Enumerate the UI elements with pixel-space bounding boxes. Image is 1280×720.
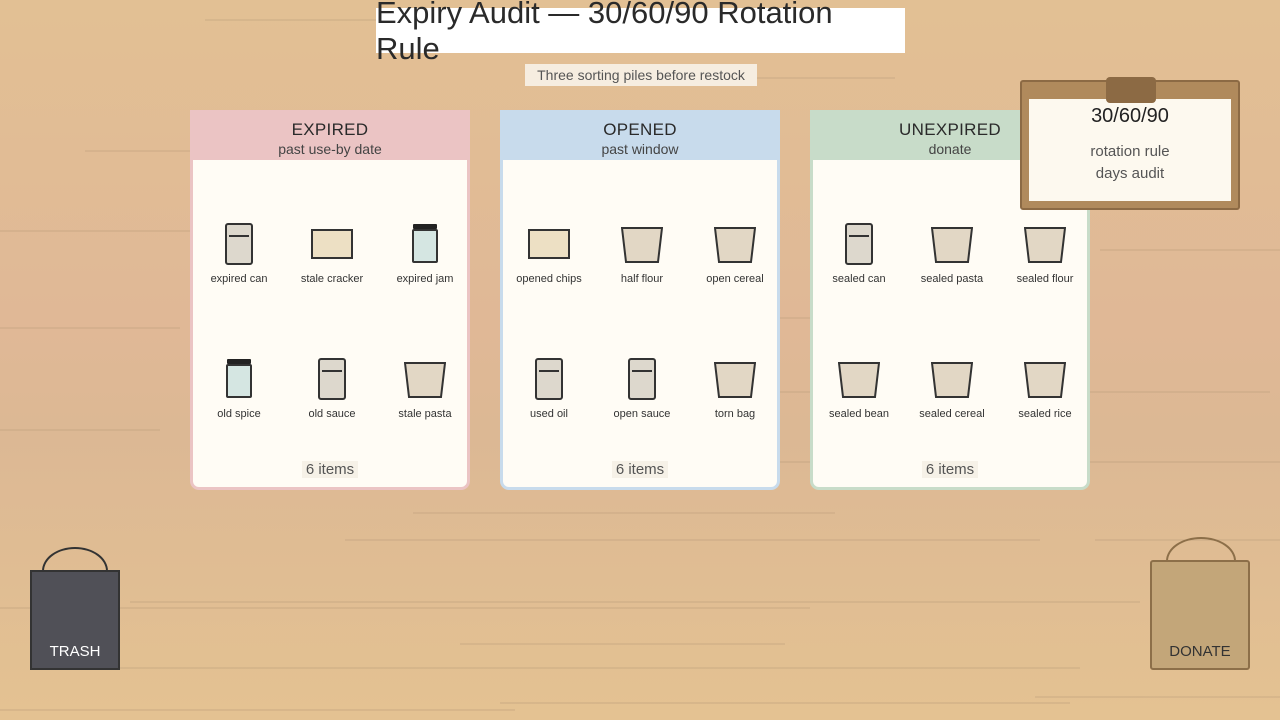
pile-opened-count: 6 items [503,461,777,478]
bag-icon [621,227,663,263]
item-label: sealed rice [1018,408,1072,420]
pile-unexpired-subtitle: donate [928,141,972,157]
item-label: torn bag [714,408,756,420]
item-used-oil[interactable]: used oil [504,358,594,428]
jar-icon [226,359,252,398]
pile-opened-title: OPENED [603,120,677,139]
can-icon [225,223,253,265]
box-icon [528,229,570,259]
item-sealed-rice[interactable]: sealed rice [1000,358,1090,428]
clipboard-heading: 30/60/90 [1091,105,1169,127]
item-label: sealed flour [1016,273,1074,285]
bag-icon [404,362,446,398]
item-sealed-can[interactable]: sealed can [814,223,904,293]
bag-icon [714,227,756,263]
item-label: expired can [210,273,268,285]
pile-opened-header: OPENED past window [500,110,780,160]
box-icon [311,229,353,259]
item-old-spice[interactable]: old spice [194,358,284,428]
item-label: old sauce [308,408,356,420]
item-label: sealed cereal [919,408,985,420]
page-subtitle: Three sorting piles before restock [525,64,757,86]
item-torn-bag[interactable]: torn bag [690,358,780,428]
donate-box[interactable]: DONATE [1150,537,1250,670]
item-label: old spice [217,408,261,420]
bag-icon [1024,362,1066,398]
pile-expired-subtitle: past use-by date [278,141,382,157]
bag-icon [838,362,880,398]
can-icon [318,358,346,400]
item-label: open sauce [613,408,671,420]
pile-expired-count: 6 items [193,461,467,478]
trash-bin-handle-icon [42,547,108,571]
item-opened-chips[interactable]: opened chips [504,223,594,293]
pile-unexpired-title: UNEXPIRED [899,120,1001,139]
clipboard-line-2: days audit [1095,165,1165,182]
item-stale-cracker[interactable]: stale cracker [287,223,377,293]
pile-expired-header: EXPIRED past use-by date [190,110,470,160]
item-label: sealed can [832,273,886,285]
item-expired-jam[interactable]: expired jam [380,223,470,293]
clipboard-paper: 30/60/90 rotation rule days audit [1029,99,1231,201]
bag-icon [931,227,973,263]
item-sealed-pasta[interactable]: sealed pasta [907,223,997,293]
item-label: half flour [620,273,664,285]
bag-icon [1024,227,1066,263]
item-open-cereal[interactable]: open cereal [690,223,780,293]
trash-bin[interactable]: TRASH [30,547,120,670]
item-sealed-cereal[interactable]: sealed cereal [907,358,997,428]
jar-icon [412,224,438,263]
item-half-flour[interactable]: half flour [597,223,687,293]
rule-clipboard: 30/60/90 rotation rule days audit [1020,77,1240,210]
item-label: opened chips [516,273,582,285]
can-icon [535,358,563,400]
item-open-sauce[interactable]: open sauce [597,358,687,428]
donate-box-handle-icon [1166,537,1236,561]
pile-unexpired-count: 6 items [813,461,1087,478]
item-label: used oil [530,408,568,420]
item-label: expired jam [396,273,454,285]
item-old-sauce[interactable]: old sauce [287,358,377,428]
clipboard-line-1: rotation rule [1090,143,1170,160]
pile-expired[interactable]: EXPIRED past use-by date expired can sta… [190,110,470,490]
pile-expired-title: EXPIRED [291,120,369,139]
item-label: stale pasta [398,408,452,420]
item-label: sealed pasta [920,273,984,285]
item-label: open cereal [706,273,764,285]
clipboard-clip-icon [1106,77,1156,103]
pile-opened-subtitle: past window [601,141,679,157]
item-sealed-flour[interactable]: sealed flour [1000,223,1090,293]
bag-icon [714,362,756,398]
item-stale-pasta[interactable]: stale pasta [380,358,470,428]
item-label: sealed bean [829,408,889,420]
page-title: Expiry Audit — 30/60/90 Rotation Rule [376,0,905,66]
item-sealed-bean[interactable]: sealed bean [814,358,904,428]
item-expired-can[interactable]: expired can [194,223,284,293]
pile-opened[interactable]: OPENED past window opened chips half flo… [500,110,780,490]
donate-box-label: DONATE [1169,643,1231,660]
can-icon [628,358,656,400]
trash-bin-label: TRASH [49,643,101,660]
item-label: stale cracker [300,273,364,285]
can-icon [845,223,873,265]
bag-icon [931,362,973,398]
